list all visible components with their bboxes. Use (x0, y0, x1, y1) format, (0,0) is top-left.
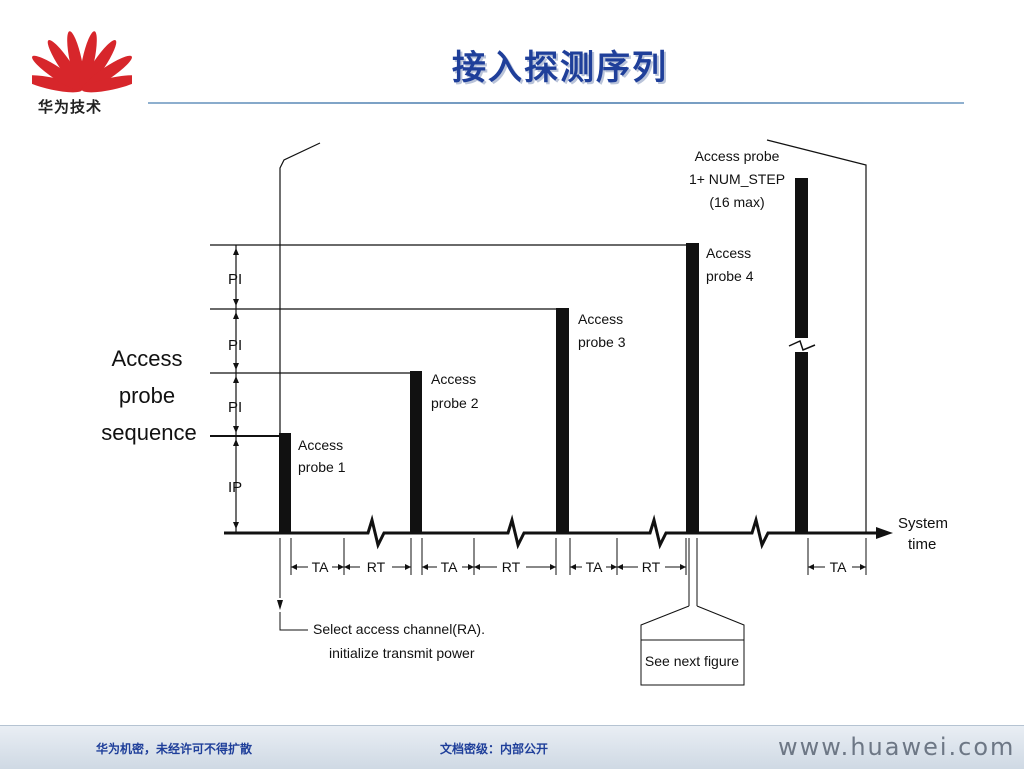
interval-rt-1: RT (367, 559, 386, 575)
interval-ta-3: TA (586, 559, 604, 575)
dimension-ticks (233, 248, 239, 529)
probe-4-label-2: probe 4 (706, 268, 754, 284)
logo-petal (47, 40, 83, 91)
time-axis (224, 514, 878, 550)
see-next-figure-text: See next figure (645, 653, 739, 669)
interval-ta-2: TA (441, 559, 459, 575)
select-note-arrow-icon (277, 600, 283, 610)
probe-bar-1 (279, 433, 291, 533)
y-label-line-3: sequence (101, 420, 196, 445)
segment-label-pi-1: PI (228, 271, 242, 288)
probe-3-label-1: Access (578, 311, 623, 327)
probe-2-label-1: Access (431, 371, 476, 387)
interval-rt-2: RT (502, 559, 521, 575)
sequence-brackets (279, 139, 867, 533)
logo-petal (32, 55, 83, 91)
segment-label-ip: IP (228, 479, 242, 496)
see-next-leader (640, 538, 745, 640)
probe-2-label-2: probe 2 (431, 395, 479, 411)
probe-bar-5-upper (795, 178, 808, 338)
footer-bar: 华为机密，未经许可不得扩散 文档密级：内部公开 www.huawei.com (0, 725, 1024, 769)
select-note-line-2: initialize transmit power (329, 645, 475, 661)
probe-bar-5-lower (795, 352, 808, 533)
segment-label-pi-3: PI (228, 399, 242, 416)
logo-petal (81, 55, 132, 91)
break-mark-icon (788, 339, 816, 352)
probe-3-label-2: probe 3 (578, 334, 626, 350)
see-next-figure-box (640, 639, 745, 686)
select-note-line-1: Select access channel(RA). (313, 621, 485, 637)
axis-label-line-1: System (898, 515, 948, 532)
page-title: 接入探测序列 (452, 48, 668, 88)
footer-classification: 文档密级：内部公开 (440, 742, 549, 756)
probe-5-label-3: (16 max) (709, 194, 764, 210)
logo-text: 华为技术 (38, 98, 103, 116)
footer-website: www.huawei.com (778, 733, 1016, 761)
interval-rt-3: RT (642, 559, 661, 575)
title-divider (148, 102, 964, 104)
interval-ta-4: TA (830, 559, 848, 575)
probe-5-label-1: Access probe (695, 148, 780, 164)
probe-bar-3 (556, 308, 569, 533)
probe-bar-2 (410, 371, 422, 533)
segment-label-pi-2: PI (228, 337, 242, 354)
y-label-line-1: Access (112, 346, 183, 371)
huawei-logo-icon (32, 31, 132, 93)
time-axis-arrow-icon (876, 527, 893, 539)
level-lines (210, 244, 686, 532)
logo-petal (32, 75, 83, 93)
logo-petal (81, 75, 132, 93)
logo-petal (79, 31, 97, 91)
y-label-line-2: probe (119, 383, 175, 408)
select-note-leader (279, 538, 308, 631)
interval-arrows (291, 564, 866, 570)
probe-4-label-1: Access (706, 245, 751, 261)
probe-5-label-2: 1+ NUM_STEP (689, 171, 785, 187)
footer-confidential: 华为机密，未经许可不得扩散 (96, 742, 253, 756)
probe-bar-4 (686, 243, 699, 533)
probe-1-label-1: Access (298, 437, 343, 453)
axis-label-line-2: time (908, 536, 936, 553)
interval-ta-1: TA (312, 559, 330, 575)
logo-petal (81, 40, 117, 91)
probe-1-label-2: probe 1 (298, 459, 346, 475)
